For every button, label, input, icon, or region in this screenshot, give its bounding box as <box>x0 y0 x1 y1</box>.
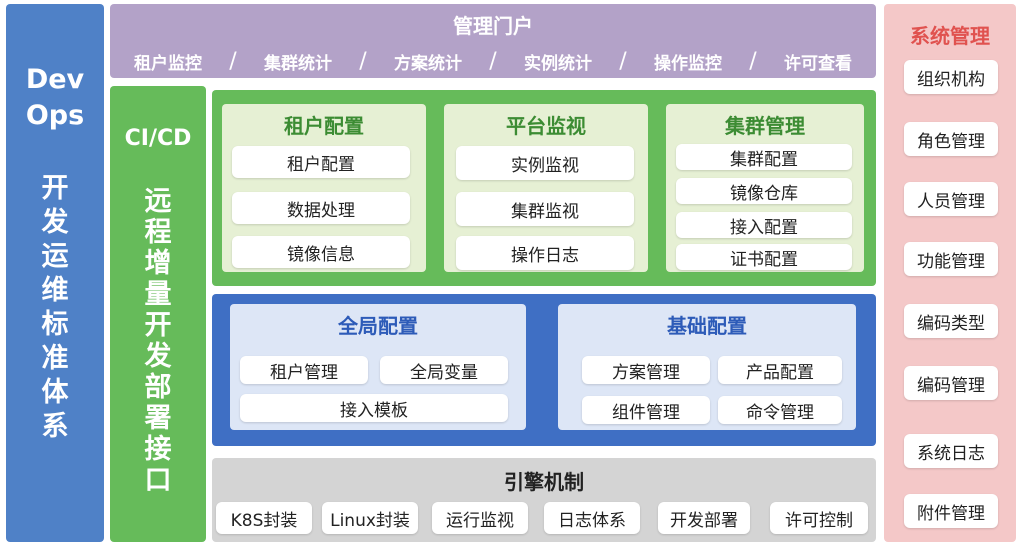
base-config-panel: 基础配置 方案管理 产品配置 组件管理 命令管理 <box>558 304 856 430</box>
cicd-title: CI/CD <box>124 126 192 151</box>
portal-tab-tenant-monitor[interactable]: 租户监控 <box>134 53 202 74</box>
code-management-item[interactable]: 编码管理 <box>904 366 998 400</box>
global-config-panel: 全局配置 租户管理 全局变量 接入模板 <box>230 304 526 430</box>
cluster-config-item[interactable]: 集群配置 <box>676 144 852 170</box>
cicd-char: 增 <box>144 248 172 279</box>
devops-title-line1: Dev <box>25 64 85 95</box>
access-config-item[interactable]: 接入配置 <box>676 212 852 238</box>
portal-tab-license-view[interactable]: 许可查看 <box>784 53 852 74</box>
portal-tab-plan-stats[interactable]: 方案统计 <box>394 53 462 74</box>
instance-monitor-item[interactable]: 实例监视 <box>456 146 634 180</box>
management-portal: 管理门户 租户监控 / 集群统计 / 方案统计 / 实例统计 / 操作监控 / … <box>110 4 876 78</box>
cicd-char: 署 <box>144 403 172 434</box>
command-management-item[interactable]: 命令管理 <box>718 396 842 424</box>
tenant-config-title: 租户配置 <box>284 114 364 138</box>
cicd-char: 开 <box>144 310 172 341</box>
devops-title: Dev Ops <box>6 62 104 134</box>
certificate-config-item[interactable]: 证书配置 <box>676 244 852 270</box>
organization-item[interactable]: 组织机构 <box>904 60 998 94</box>
portal-tab-operation-monitor[interactable]: 操作监控 <box>654 53 722 74</box>
devops-char: 发 <box>41 207 69 238</box>
cicd-char: 远 <box>144 186 172 217</box>
platform-monitor-title: 平台监视 <box>506 114 586 138</box>
tab-separator: / <box>489 48 497 74</box>
platform-monitor-panel: 平台监视 实例监视 集群监视 操作日志 <box>444 104 648 272</box>
devops-char: 准 <box>41 343 69 374</box>
dev-deploy-item[interactable]: 开发部署 <box>658 502 750 534</box>
system-management-column: 系统管理 组织机构 角色管理 人员管理 功能管理 编码类型 编码管理 系统日志 … <box>884 4 1016 542</box>
cluster-management-panel: 集群管理 集群配置 镜像仓库 接入配置 证书配置 <box>666 104 864 272</box>
cicd-char: 发 <box>144 341 172 372</box>
devops-char: 系 <box>41 411 69 442</box>
cicd-char: 口 <box>144 465 172 496</box>
tenant-config-item[interactable]: 租户配置 <box>232 146 410 178</box>
devops-column: Dev Ops 开 发 运 维 标 准 体 系 <box>6 4 104 542</box>
linux-wrapper-item[interactable]: Linux封装 <box>322 502 418 534</box>
system-management-title: 系统管理 <box>910 24 990 48</box>
personnel-management-item[interactable]: 人员管理 <box>904 182 998 216</box>
portal-title: 管理门户 <box>453 14 533 38</box>
attachment-management-item[interactable]: 附件管理 <box>904 494 998 528</box>
product-config-item[interactable]: 产品配置 <box>718 356 842 384</box>
tab-separator: / <box>619 48 627 74</box>
plan-management-item[interactable]: 方案管理 <box>582 356 710 384</box>
log-system-item[interactable]: 日志体系 <box>544 502 640 534</box>
engine-title: 引擎机制 <box>504 470 584 494</box>
image-registry-item[interactable]: 镜像仓库 <box>676 178 852 204</box>
code-type-item[interactable]: 编码类型 <box>904 304 998 338</box>
devops-char: 标 <box>41 309 69 340</box>
cicd-column: CI/CD 远 程 增 量 开 发 部 署 接 口 <box>110 86 206 542</box>
cluster-management-title: 集群管理 <box>725 114 805 138</box>
base-config-title: 基础配置 <box>667 314 747 338</box>
tenant-config-panel: 租户配置 租户配置 数据处理 镜像信息 <box>222 104 426 272</box>
image-info-item[interactable]: 镜像信息 <box>232 236 410 268</box>
devops-char: 体 <box>41 377 69 408</box>
global-variable-item[interactable]: 全局变量 <box>380 356 508 384</box>
cicd-char: 接 <box>144 434 172 465</box>
runtime-monitor-item[interactable]: 运行监视 <box>432 502 528 534</box>
devops-char: 开 <box>41 173 69 204</box>
data-processing-item[interactable]: 数据处理 <box>232 192 410 224</box>
application-layer: 租户配置 租户配置 数据处理 镜像信息 平台监视 实例监视 集群监视 操作日志 … <box>212 90 876 286</box>
devops-title-line2: Ops <box>25 100 85 131</box>
component-management-item[interactable]: 组件管理 <box>582 396 710 424</box>
operation-log-item[interactable]: 操作日志 <box>456 236 634 270</box>
devops-vertical-label: 开 发 运 维 标 准 体 系 <box>6 172 104 444</box>
license-control-item[interactable]: 许可控制 <box>770 502 868 534</box>
tenant-management-item[interactable]: 租户管理 <box>240 356 368 384</box>
devops-char: 运 <box>41 241 69 272</box>
engine-layer: 引擎机制 K8S封装 Linux封装 运行监视 日志体系 开发部署 许可控制 <box>212 458 876 542</box>
global-config-title: 全局配置 <box>338 314 418 338</box>
configuration-layer: 全局配置 租户管理 全局变量 接入模板 基础配置 方案管理 产品配置 组件管理 … <box>212 294 876 446</box>
k8s-wrapper-item[interactable]: K8S封装 <box>216 502 312 534</box>
tab-separator: / <box>359 48 367 74</box>
system-log-item[interactable]: 系统日志 <box>904 434 998 468</box>
cicd-char: 量 <box>144 279 172 310</box>
cicd-char: 程 <box>144 217 172 248</box>
function-management-item[interactable]: 功能管理 <box>904 242 998 276</box>
cicd-vertical-label: 远 程 增 量 开 发 部 署 接 口 <box>110 186 206 496</box>
portal-tabs: 租户监控 / 集群统计 / 方案统计 / 实例统计 / 操作监控 / 许可查看 <box>110 46 876 76</box>
tab-separator: / <box>229 48 237 74</box>
tab-separator: / <box>749 48 757 74</box>
access-template-item[interactable]: 接入模板 <box>240 394 508 422</box>
portal-tab-instance-stats[interactable]: 实例统计 <box>524 53 592 74</box>
devops-char: 维 <box>41 275 69 306</box>
portal-tab-cluster-stats[interactable]: 集群统计 <box>264 53 332 74</box>
cluster-monitor-item[interactable]: 集群监视 <box>456 192 634 226</box>
role-management-item[interactable]: 角色管理 <box>904 122 998 156</box>
cicd-char: 部 <box>144 372 172 403</box>
